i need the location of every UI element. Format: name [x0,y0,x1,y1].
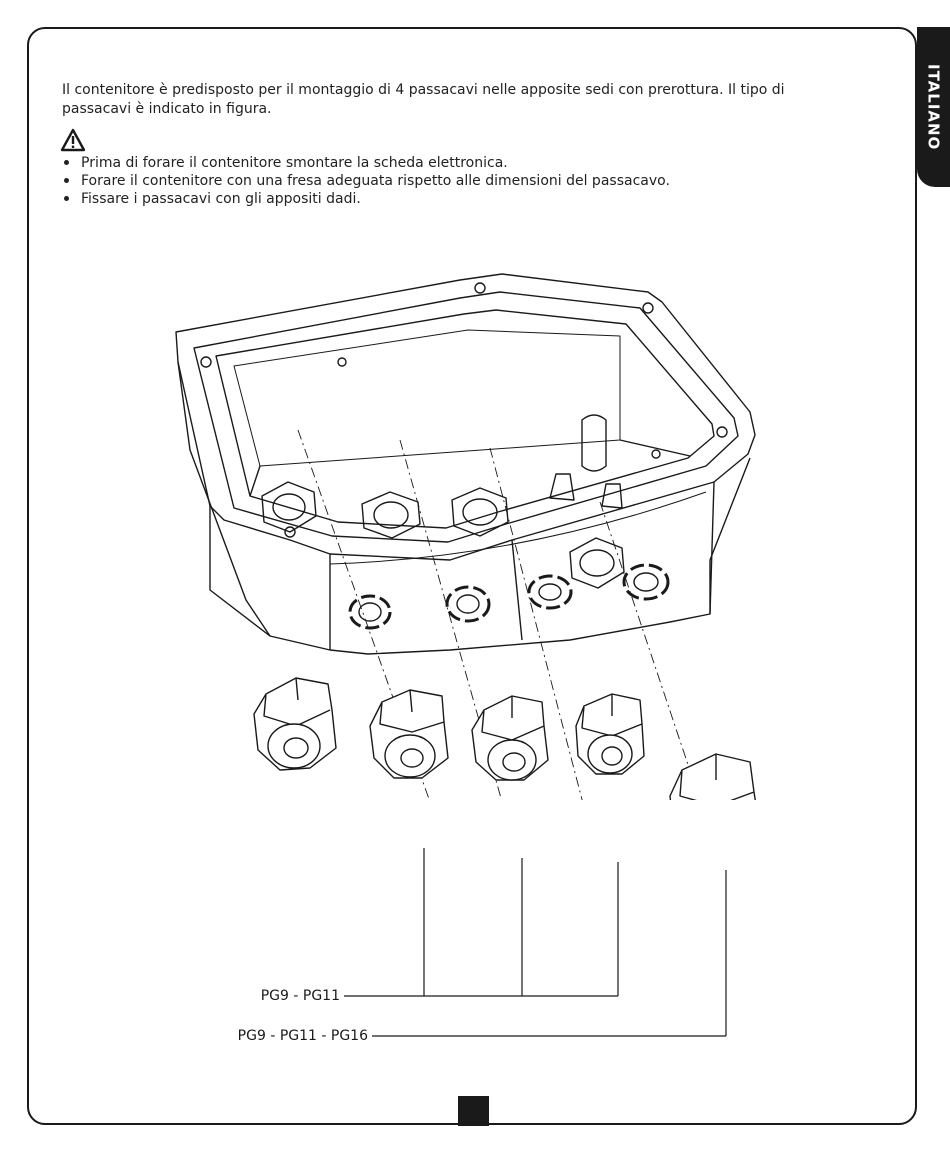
warning-triangle-icon [60,128,86,152]
enclosure-rim [175,273,756,561]
nut [451,487,509,537]
enclosure-drawing [175,273,756,800]
screw [200,356,212,368]
screw [716,426,728,438]
screw [642,302,654,314]
screw [337,357,347,367]
instruction-item: Prima di forare il contenitore smontare … [62,154,670,172]
language-tab-label: ITALIANO [924,63,943,151]
gland-size-label-small: PG9 - PG11 [260,988,340,1004]
knockout-hole [527,574,573,610]
instruction-list: Prima di forare il contenitore smontare … [62,154,670,208]
instruction-item: Forare il contenitore con una fresa adeg… [62,172,670,190]
screw [651,449,661,459]
nut [261,481,317,533]
nut [361,491,421,539]
cable-gland [471,695,549,781]
page-marker [458,1096,489,1126]
language-tab: ITALIANO [917,27,950,187]
screw [284,526,296,538]
gland-size-label-large: PG9 - PG11 - PG16 [237,1028,368,1044]
nut [569,537,625,589]
knockout-hole [348,594,392,630]
cable-gland [575,693,645,775]
knockout-hole [622,563,670,601]
knockout-hole [445,585,491,623]
screw [474,282,486,294]
instruction-item: Fissare i passacavi con gli appositi dad… [62,190,670,208]
cable-gland [253,677,337,771]
intro-paragraph: Il contenitore è predisposto per il mont… [62,82,785,117]
